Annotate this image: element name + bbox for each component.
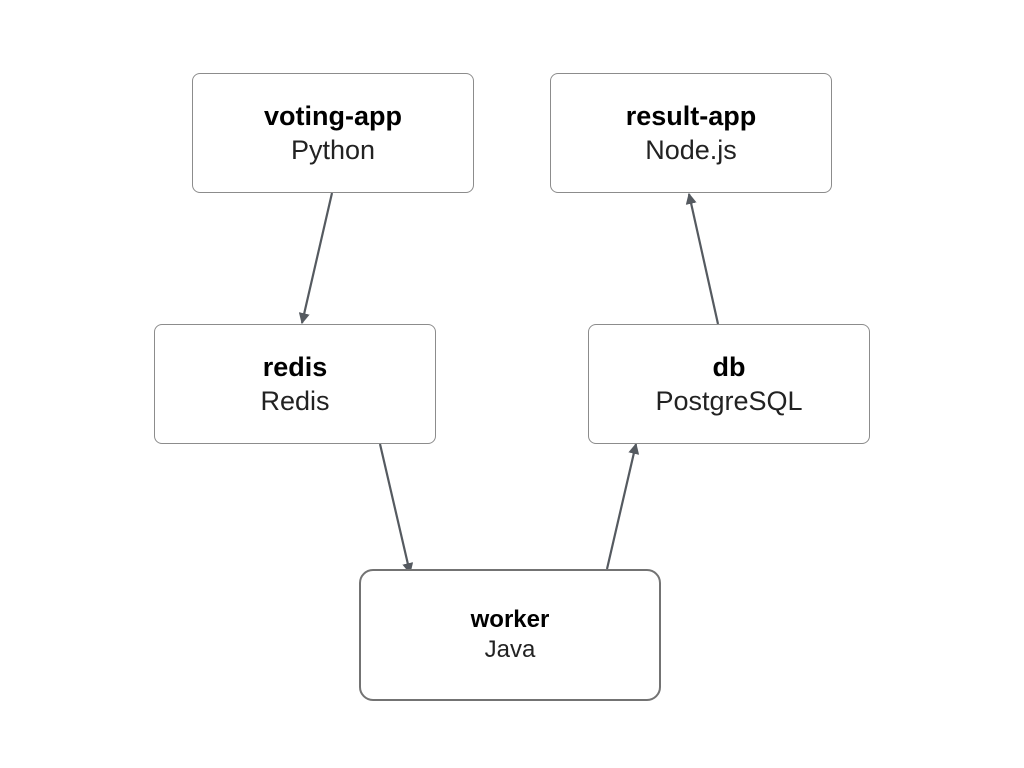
node-db: db PostgreSQL [588, 324, 870, 444]
node-technology: Node.js [645, 135, 737, 165]
node-technology: Python [290, 135, 376, 165]
node-name: worker [470, 606, 550, 633]
edge-db-to-result-app [685, 192, 720, 325]
node-redis: redis Redis [154, 324, 436, 444]
node-worker: worker Java [359, 569, 661, 701]
node-name: result-app [625, 101, 757, 131]
edge-redis-to-worker [378, 443, 414, 575]
node-name: redis [262, 352, 328, 382]
node-result-app: result-app Node.js [550, 73, 832, 193]
node-technology: Java [484, 636, 536, 663]
node-voting-app: voting-app Python [192, 73, 474, 193]
node-name: voting-app [264, 101, 402, 131]
node-name: db [712, 352, 746, 382]
edge-voting-app-to-redis [298, 192, 334, 325]
node-technology: PostgreSQL [655, 386, 803, 416]
node-technology: Redis [260, 386, 330, 416]
edge-worker-to-db [605, 442, 640, 570]
